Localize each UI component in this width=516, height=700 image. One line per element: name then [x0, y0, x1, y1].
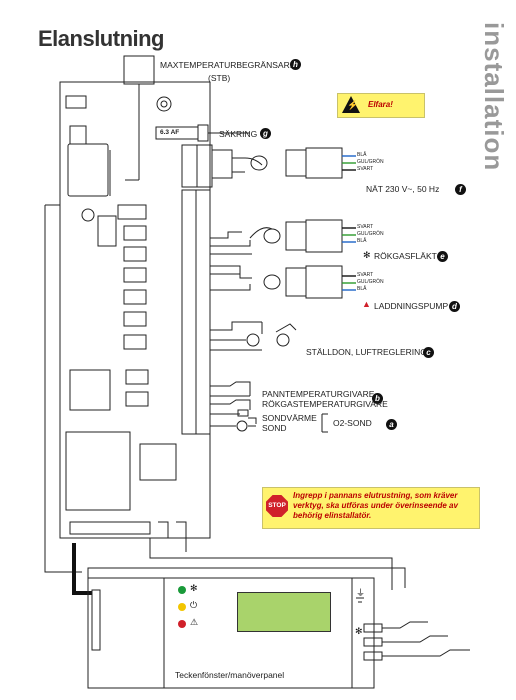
- fan-wire-2: GUL/GRÖN: [357, 231, 384, 237]
- probe-label: SOND: [262, 423, 287, 433]
- badge-d: d: [449, 301, 460, 312]
- charge-pump-label: LADDNINGSPUMP: [374, 301, 449, 311]
- status-led-green: [178, 586, 186, 594]
- electric-warning: Elfara!: [337, 93, 425, 118]
- badge-a: a: [386, 419, 397, 430]
- boiler-sensor-label: PANNTEMPERATURGIVARE: [262, 389, 375, 399]
- fuse-rating: 6.3 AF: [160, 129, 180, 136]
- panel-label: Teckenfönster/manöverpanel: [175, 670, 285, 680]
- pump-wire-3: BLÅ: [357, 286, 367, 292]
- electric-hazard-icon: [342, 96, 360, 113]
- pump-wire-2: GUL/GRÖN: [357, 279, 384, 285]
- fan-wire-1: SVART: [357, 224, 374, 230]
- status-led-red: [178, 620, 186, 628]
- o2-label: O2-SOND: [333, 418, 372, 428]
- pump-symbol-icon: ▲: [362, 299, 371, 309]
- fan-icon: ✻: [190, 583, 198, 593]
- badge-h: h: [290, 59, 301, 70]
- lcd-display: [237, 592, 331, 632]
- flue-sensor-label: RÖKGASTEMPERATURGIVARE: [262, 399, 388, 409]
- ground-icon: ⏚: [356, 588, 366, 598]
- pump-wire-1: SVART: [357, 272, 374, 278]
- badge-f: f: [455, 184, 466, 195]
- control-board: [59, 81, 211, 539]
- fan-symbol-icon: ✻: [363, 250, 371, 260]
- service-warning: STOP Ingrepp i pannans elutrustning, som…: [262, 487, 480, 529]
- page-title: Elanslutning: [38, 26, 165, 51]
- warning-icon: ⚠: [190, 617, 199, 627]
- actuator-label: STÄLLDON, LUFTREGLERING: [306, 347, 427, 357]
- stb-abbr-label: (STB): [208, 73, 231, 83]
- fan-input-icon: ✻: [355, 626, 363, 636]
- badge-c: c: [423, 347, 434, 358]
- badge-b: b: [372, 393, 383, 404]
- mains-wire-1: BLÅ: [357, 152, 367, 158]
- status-led-yellow: [178, 603, 186, 611]
- power-icon: ⏻: [190, 600, 198, 610]
- fuse-label: SÄKRING: [219, 129, 258, 139]
- probe-heat-label: SONDVÄRME: [262, 413, 317, 423]
- mains-wire-3: SVART: [357, 166, 374, 172]
- flue-fan-label: RÖKGASFLÄKT: [374, 251, 437, 261]
- mains-label: NÄT 230 V~, 50 Hz: [366, 184, 440, 194]
- badge-e: e: [437, 251, 448, 262]
- stop-sign-icon: STOP: [266, 495, 288, 517]
- fan-wire-3: BLÅ: [357, 238, 367, 244]
- stb-label: MAXTEMPERATURBEGRÄNSARE: [160, 60, 296, 70]
- mains-wire-2: GUL/GRÖN: [357, 159, 384, 165]
- badge-g: g: [260, 128, 271, 139]
